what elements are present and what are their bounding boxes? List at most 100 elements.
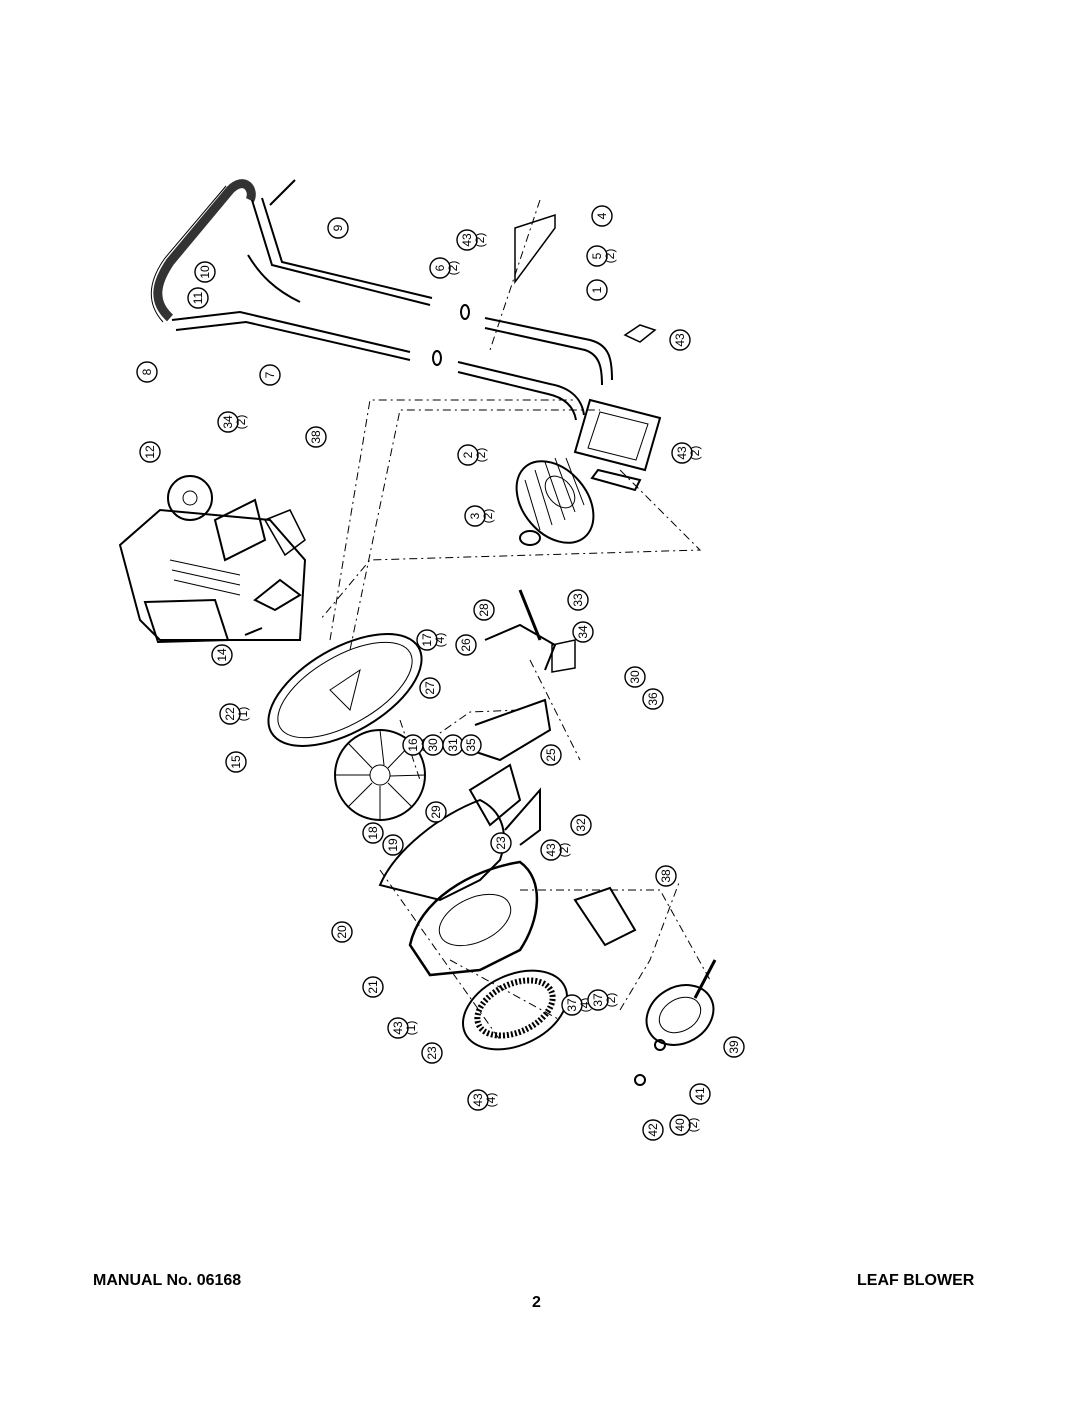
callout-quantity: (2) <box>688 446 702 461</box>
callout-circle <box>490 832 512 854</box>
callout-number: 40 <box>673 1118 687 1132</box>
callout-circle <box>464 505 486 527</box>
pulley-assembly <box>634 959 717 1086</box>
callout-circle <box>259 364 281 386</box>
callout-number: 5 <box>590 252 604 259</box>
callout-38: 38 <box>305 426 327 448</box>
callout-number: 36 <box>646 692 660 706</box>
callout-circle <box>194 261 216 283</box>
callout-28: 28 <box>473 599 495 621</box>
callout-34: 34 <box>572 621 594 643</box>
callout-2: 2(2) <box>457 444 488 466</box>
callout-number: 30 <box>628 670 642 684</box>
callout-quantity: (2) <box>474 448 488 463</box>
callout-quantity: (2) <box>446 261 460 276</box>
callout-29: 29 <box>425 801 447 823</box>
callout-21: 21 <box>362 976 384 998</box>
callout-number: 6 <box>433 264 447 271</box>
callout-number: 2 <box>461 451 475 458</box>
callout-circle <box>136 361 158 383</box>
callout-20: 20 <box>331 921 353 943</box>
callout-22: 22(1) <box>219 703 250 725</box>
callout-number: 4 <box>595 212 609 219</box>
callout-11: 11 <box>187 287 209 309</box>
callout-number: 15 <box>229 755 243 769</box>
callout-circle <box>540 839 562 861</box>
callout-number: 37 <box>565 998 579 1012</box>
wheel-assembly <box>515 457 595 546</box>
callout-circle <box>473 599 495 621</box>
callout-6: 6(2) <box>429 257 460 279</box>
callout-number: 33 <box>571 593 585 607</box>
callout-circle <box>457 444 479 466</box>
callout-number: 23 <box>425 1046 439 1060</box>
callout-circle <box>139 441 161 463</box>
callout-number: 23 <box>494 836 508 850</box>
callout-23: 23 <box>490 832 512 854</box>
callout-number: 39 <box>727 1040 741 1054</box>
callout-30: 30 <box>624 666 646 688</box>
callout-7: 7 <box>259 364 281 386</box>
callout-number: 42 <box>646 1123 660 1137</box>
callout-37: 37(2) <box>587 989 618 1011</box>
callout-number: 38 <box>659 869 673 883</box>
callout-circle <box>723 1036 745 1058</box>
callout-quantity: (2) <box>234 415 248 430</box>
callout-number: 18 <box>366 826 380 840</box>
callout-35: 35 <box>460 734 482 756</box>
callout-circle <box>669 1114 691 1136</box>
callout-circle <box>331 921 353 943</box>
callout-number: 16 <box>406 738 420 752</box>
callout-number: 20 <box>335 925 349 939</box>
callout-43: 43 <box>669 329 691 351</box>
callout-number: 12 <box>143 445 157 459</box>
callout-number: 43 <box>544 843 558 857</box>
callout-number: 27 <box>423 681 437 695</box>
callout-circle <box>460 734 482 756</box>
callout-42: 42 <box>642 1119 664 1141</box>
callout-circle <box>671 442 693 464</box>
callout-circle <box>624 666 646 688</box>
callout-circle <box>540 744 562 766</box>
callout-number: 26 <box>459 638 473 652</box>
callout-27: 27 <box>419 677 441 699</box>
page-number: 2 <box>532 1294 541 1311</box>
callout-quantity: (1) <box>404 1021 418 1036</box>
callout-number: 10 <box>198 265 212 279</box>
callout-number: 22 <box>223 707 237 721</box>
callout-number: 21 <box>366 980 380 994</box>
callout-circle <box>591 205 613 227</box>
callout-circle <box>421 1042 443 1064</box>
callout-circle <box>429 257 451 279</box>
callout-number: 17 <box>420 633 434 647</box>
callout-circle <box>217 411 239 433</box>
callout-circle <box>387 1017 409 1039</box>
engine-assembly <box>118 475 307 644</box>
callout-32: 32 <box>570 814 592 836</box>
callout-14: 14 <box>211 644 233 666</box>
callout-43: 43(2) <box>671 442 702 464</box>
intake-grille <box>462 969 568 1051</box>
callout-8: 8 <box>136 361 158 383</box>
callout-quantity: (2) <box>557 843 571 858</box>
callout-number: 38 <box>309 430 323 444</box>
callout-1: 1 <box>586 279 608 301</box>
callout-number: 25 <box>544 748 558 762</box>
callout-circle <box>689 1083 711 1105</box>
callout-quantity: (4) <box>484 1093 498 1108</box>
callout-34: 34(2) <box>217 411 248 433</box>
callout-circle <box>219 703 241 725</box>
callout-circle <box>362 976 384 998</box>
callout-circle <box>187 287 209 309</box>
manual-number: MANUAL No. 06168 <box>93 1272 242 1289</box>
callout-30: 30 <box>422 734 444 756</box>
callout-number: 37 <box>591 993 605 1007</box>
callout-43: 43(2) <box>456 229 487 251</box>
callout-number: 1 <box>590 286 604 293</box>
callout-number: 34 <box>221 415 235 429</box>
callout-number: 8 <box>140 368 154 375</box>
callout-quantity: (2) <box>686 1118 700 1133</box>
callout-quantity: (2) <box>481 509 495 524</box>
callout-23: 23 <box>421 1042 443 1064</box>
callout-number: 43 <box>673 333 687 347</box>
